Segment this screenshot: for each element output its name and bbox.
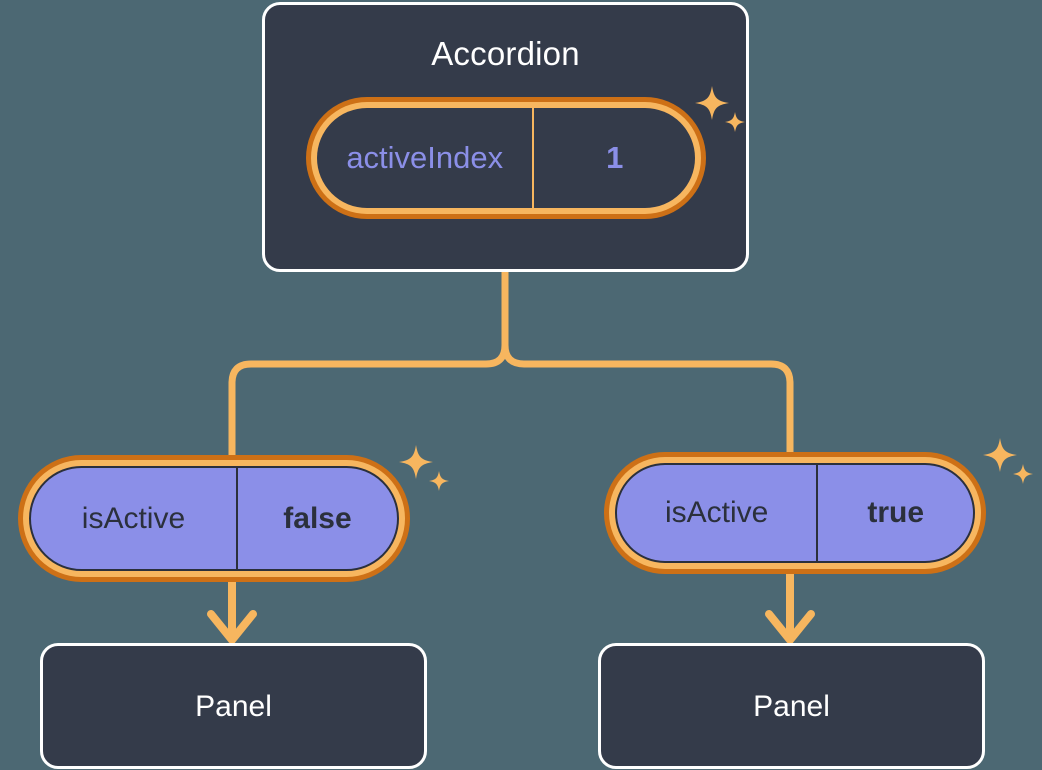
- panel-label: Panel: [753, 690, 830, 723]
- prop-value-label: true: [816, 465, 973, 561]
- panel-node-right[interactable]: Panel: [598, 643, 985, 769]
- pill-body: activeIndex 1: [317, 108, 695, 208]
- edge-accordion-to-right: [501, 268, 794, 459]
- pill-body: isActive false: [29, 466, 399, 571]
- pill-ring: isActive false: [23, 460, 405, 577]
- pill-ring: isActive true: [609, 457, 981, 569]
- panel-node-left[interactable]: Panel: [40, 643, 427, 769]
- prop-pill-isactive-false[interactable]: isActive false: [18, 455, 410, 582]
- sparkle-large-icon: [399, 445, 433, 479]
- prop-pill-isactive-true[interactable]: isActive true: [604, 452, 986, 574]
- sparkle-small-icon: [429, 471, 449, 491]
- edge-accordion-to-left: [228, 268, 509, 462]
- state-pill-activeindex[interactable]: activeIndex 1: [306, 97, 706, 219]
- pill-ring: activeIndex 1: [311, 102, 701, 214]
- arrow-down-icon-left: [207, 610, 257, 644]
- pill-body: isActive true: [615, 463, 975, 563]
- prop-key-label: isActive: [81, 501, 186, 535]
- state-value-label: 1: [532, 108, 695, 208]
- page-title: Accordion: [431, 35, 580, 72]
- sparkle-large-icon: [983, 438, 1017, 472]
- sparkles-icon: [399, 445, 449, 491]
- panel-label: Panel: [195, 690, 272, 723]
- prop-value-label: false: [235, 468, 397, 569]
- arrow-down-icon-right: [765, 610, 815, 644]
- prop-key-label: isActive: [665, 496, 769, 529]
- state-key-label: activeIndex: [346, 140, 504, 175]
- sparkles-icon: [983, 438, 1033, 484]
- sparkle-small-icon: [1013, 464, 1033, 484]
